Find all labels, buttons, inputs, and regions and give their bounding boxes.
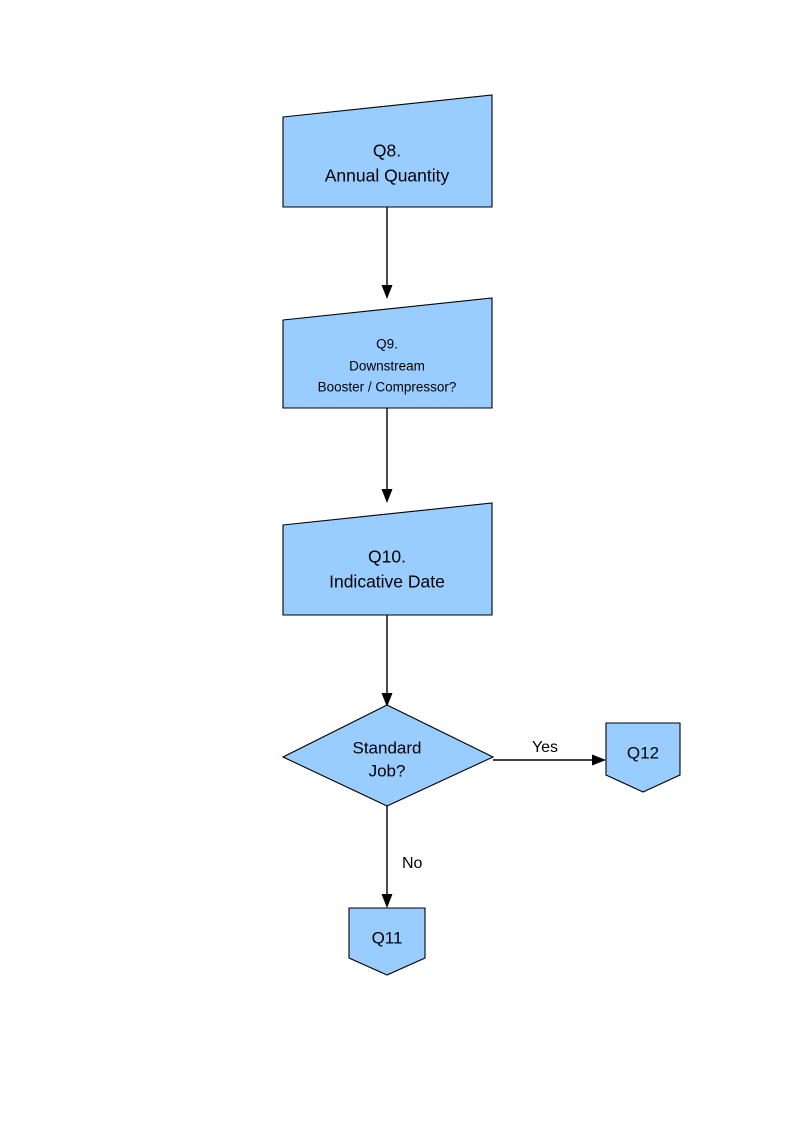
node-q9-shape[interactable] (282, 297, 493, 409)
node-q9-line3: Booster / Compressor? (318, 380, 457, 395)
node-decision-standard-job[interactable]: Standard Job? (281, 704, 495, 807)
node-q9[interactable]: Q9. Downstream Booster / Compressor? (282, 297, 493, 409)
node-q12-shape[interactable] (605, 722, 681, 793)
node-q11-shape[interactable] (348, 907, 426, 976)
node-q11[interactable]: Q11 (348, 907, 426, 976)
node-q9-line2: Downstream (349, 359, 425, 374)
edge-q8-to-q9-arrowhead (381, 285, 393, 299)
node-decision-line2: Job? (369, 761, 406, 780)
node-q10-line2: Indicative Date (329, 572, 445, 592)
node-q8[interactable]: Q8. Annual Quantity (282, 94, 493, 208)
edge-q10-to-decision (381, 615, 393, 707)
node-q12-label: Q12 (627, 743, 659, 762)
node-q11-label: Q11 (372, 928, 403, 947)
edge-label-yes: Yes (532, 739, 558, 756)
edge-q10-to-decision-arrowhead (381, 693, 393, 707)
node-q10-line1: Q10. (368, 547, 406, 567)
node-q10[interactable]: Q10. Indicative Date (282, 502, 493, 616)
node-q8-shape[interactable] (282, 94, 493, 208)
node-decision-line1: Standard (353, 738, 422, 757)
edge-decision-to-q11-arrowhead (381, 894, 393, 908)
edge-decision-to-q12: Yes (493, 739, 606, 766)
node-q8-line2: Annual Quantity (325, 166, 450, 186)
node-q8-line1: Q8. (373, 141, 401, 161)
edge-q9-to-q10-arrowhead (381, 489, 393, 503)
edge-decision-to-q11: No (381, 806, 423, 908)
edge-q8-to-q9 (381, 207, 393, 299)
node-q9-line1: Q9. (376, 337, 398, 352)
edge-label-no: No (402, 855, 423, 872)
edge-q9-to-q10 (381, 408, 393, 503)
node-q12[interactable]: Q12 (605, 722, 681, 793)
edge-decision-to-q12-arrowhead (592, 754, 606, 766)
node-q10-shape[interactable] (282, 502, 493, 616)
